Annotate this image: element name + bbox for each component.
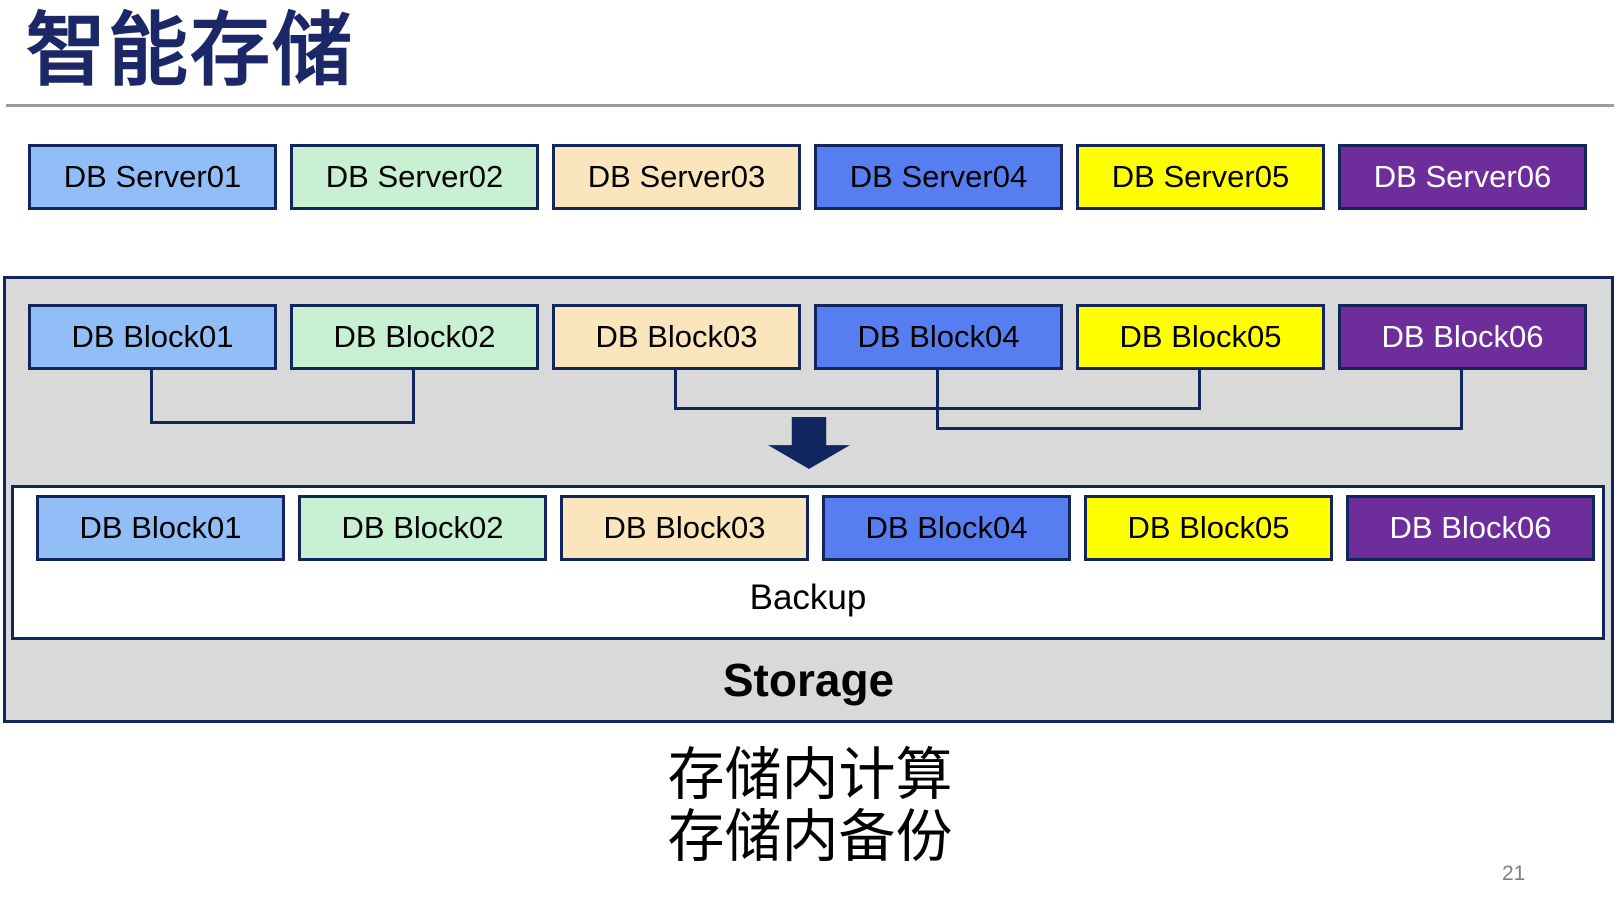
title-underline <box>6 104 1614 107</box>
db-block-bottom-03-box: DB Block03 <box>560 495 809 561</box>
connector-line <box>412 370 415 424</box>
caption-line-2: 存储内备份 <box>667 805 953 869</box>
db-block-bottom-02-box: DB Block02 <box>298 495 547 561</box>
db-block-row-top: DB Block01 DB Block02 DB Block03 DB Bloc… <box>28 304 1587 370</box>
db-block-top-03-box: DB Block03 <box>552 304 801 370</box>
db-block-bottom-05-box: DB Block05 <box>1084 495 1333 561</box>
caption-line-1: 存储内计算 <box>667 743 953 807</box>
db-block-row-bottom: DB Block01 DB Block02 DB Block03 DB Bloc… <box>36 495 1595 561</box>
connector-line <box>150 421 415 424</box>
db-server-row: DB Server01 DB Server02 DB Server03 DB S… <box>28 144 1587 210</box>
db-block-bottom-04-box: DB Block04 <box>822 495 1071 561</box>
page-title: 智能存储 <box>26 6 354 95</box>
storage-container: DB Block01 DB Block02 DB Block03 DB Bloc… <box>3 276 1614 723</box>
storage-label: Storage <box>722 654 895 706</box>
connector-line <box>936 427 1463 430</box>
db-server-03-box: DB Server03 <box>552 144 801 210</box>
db-block-top-05-box: DB Block05 <box>1076 304 1325 370</box>
connector-line <box>1198 370 1201 410</box>
db-server-05-box: DB Server05 <box>1076 144 1325 210</box>
db-server-04-box: DB Server04 <box>814 144 1063 210</box>
db-block-bottom-01-box: DB Block01 <box>36 495 285 561</box>
down-arrow-icon <box>768 417 850 469</box>
page-number: 21 <box>1502 862 1526 885</box>
backup-panel: DB Block01 DB Block02 DB Block03 DB Bloc… <box>11 485 1605 640</box>
backup-label: Backup <box>749 578 867 617</box>
db-block-top-02-box: DB Block02 <box>290 304 539 370</box>
db-server-02-box: DB Server02 <box>290 144 539 210</box>
db-block-bottom-06-box: DB Block06 <box>1346 495 1595 561</box>
connector-line <box>936 370 939 430</box>
db-block-top-06-box: DB Block06 <box>1338 304 1587 370</box>
db-block-top-01-box: DB Block01 <box>28 304 277 370</box>
caption-text: 存储内计算 存储内备份 <box>0 744 1620 868</box>
db-server-06-box: DB Server06 <box>1338 144 1587 210</box>
connector-line <box>1460 370 1463 430</box>
db-block-top-04-box: DB Block04 <box>814 304 1063 370</box>
connector-line <box>150 370 153 424</box>
connector-line <box>674 370 677 410</box>
db-server-01-box: DB Server01 <box>28 144 277 210</box>
